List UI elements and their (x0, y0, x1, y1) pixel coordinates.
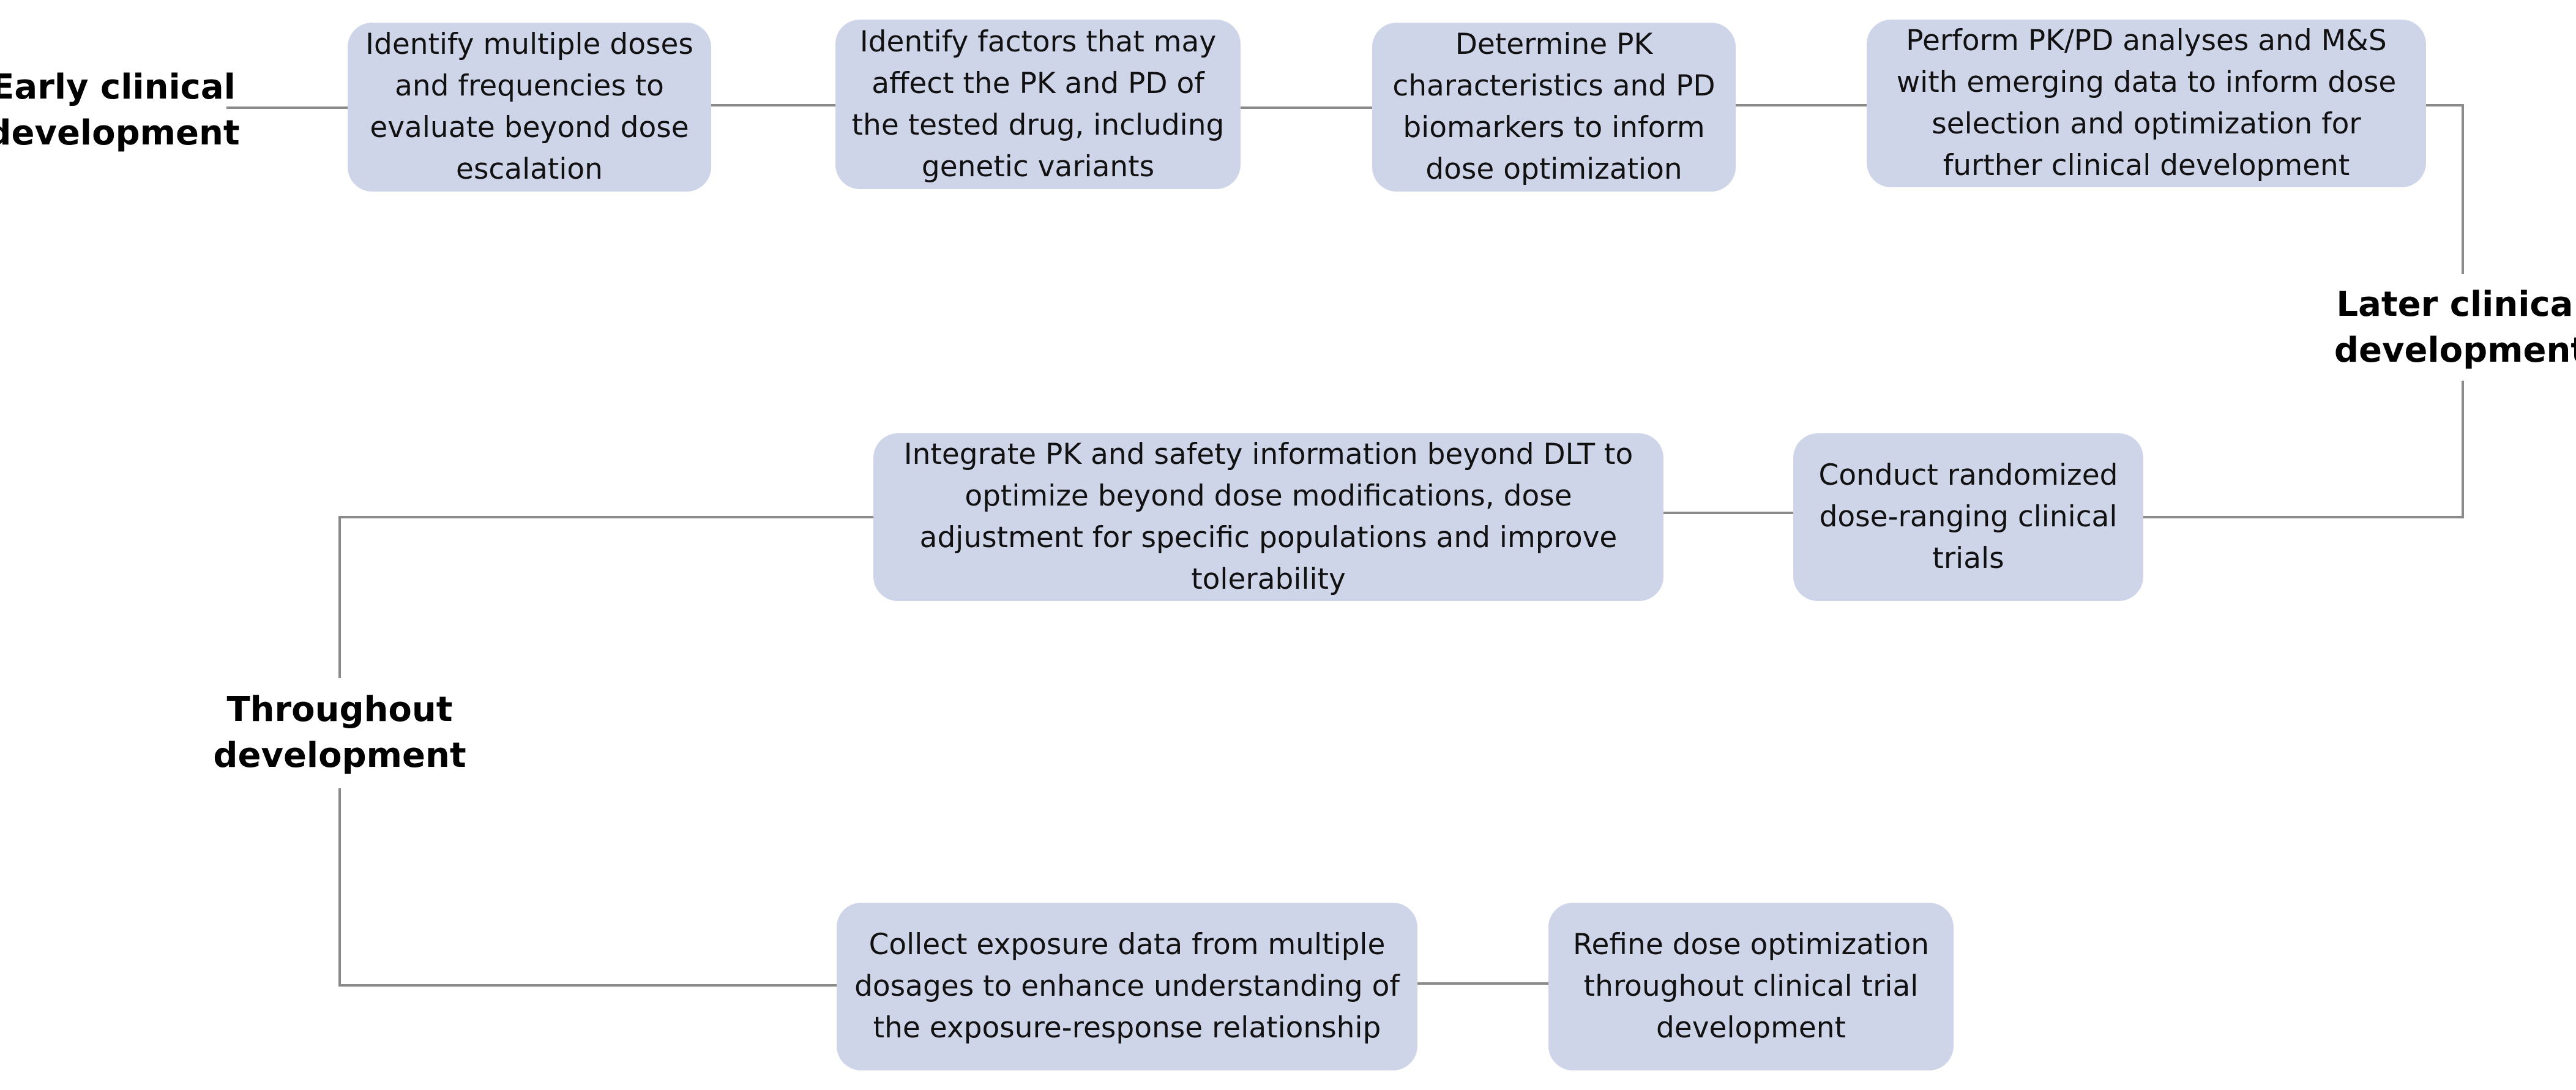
connector-step4-to-later (2425, 104, 2464, 274)
step-perform-pkpd-analyses: Perform PK/PD analyses and M&S with emer… (1867, 20, 2426, 187)
step-refine-dose-optimization: Refine dose optimization throughout clin… (1548, 903, 1954, 1070)
step-conduct-randomized-trials: Conduct randomized dose-ranging clinical… (1793, 433, 2143, 601)
step-identify-doses: Identify multiple doses and frequencies … (348, 23, 711, 192)
phase-label-early: Early clinical development (0, 64, 240, 156)
phase-label-throughout: Throughout development (213, 687, 466, 778)
step-collect-exposure-data: Collect exposure data from multiple dosa… (837, 903, 1417, 1070)
connector-later-to-step5 (2143, 381, 2464, 518)
phase-label-later: Later clinical development (2334, 282, 2576, 373)
step-identify-factors: Identify factors that may affect the PK … (835, 20, 1241, 189)
connector-throughout-to-step7 (338, 788, 837, 987)
connector-step6-to-throughout (338, 516, 873, 678)
step-determine-pk: Determine PK characteristics and PD biom… (1372, 23, 1736, 192)
step-integrate-pk-safety: Integrate PK and safety information beyo… (873, 433, 1663, 601)
